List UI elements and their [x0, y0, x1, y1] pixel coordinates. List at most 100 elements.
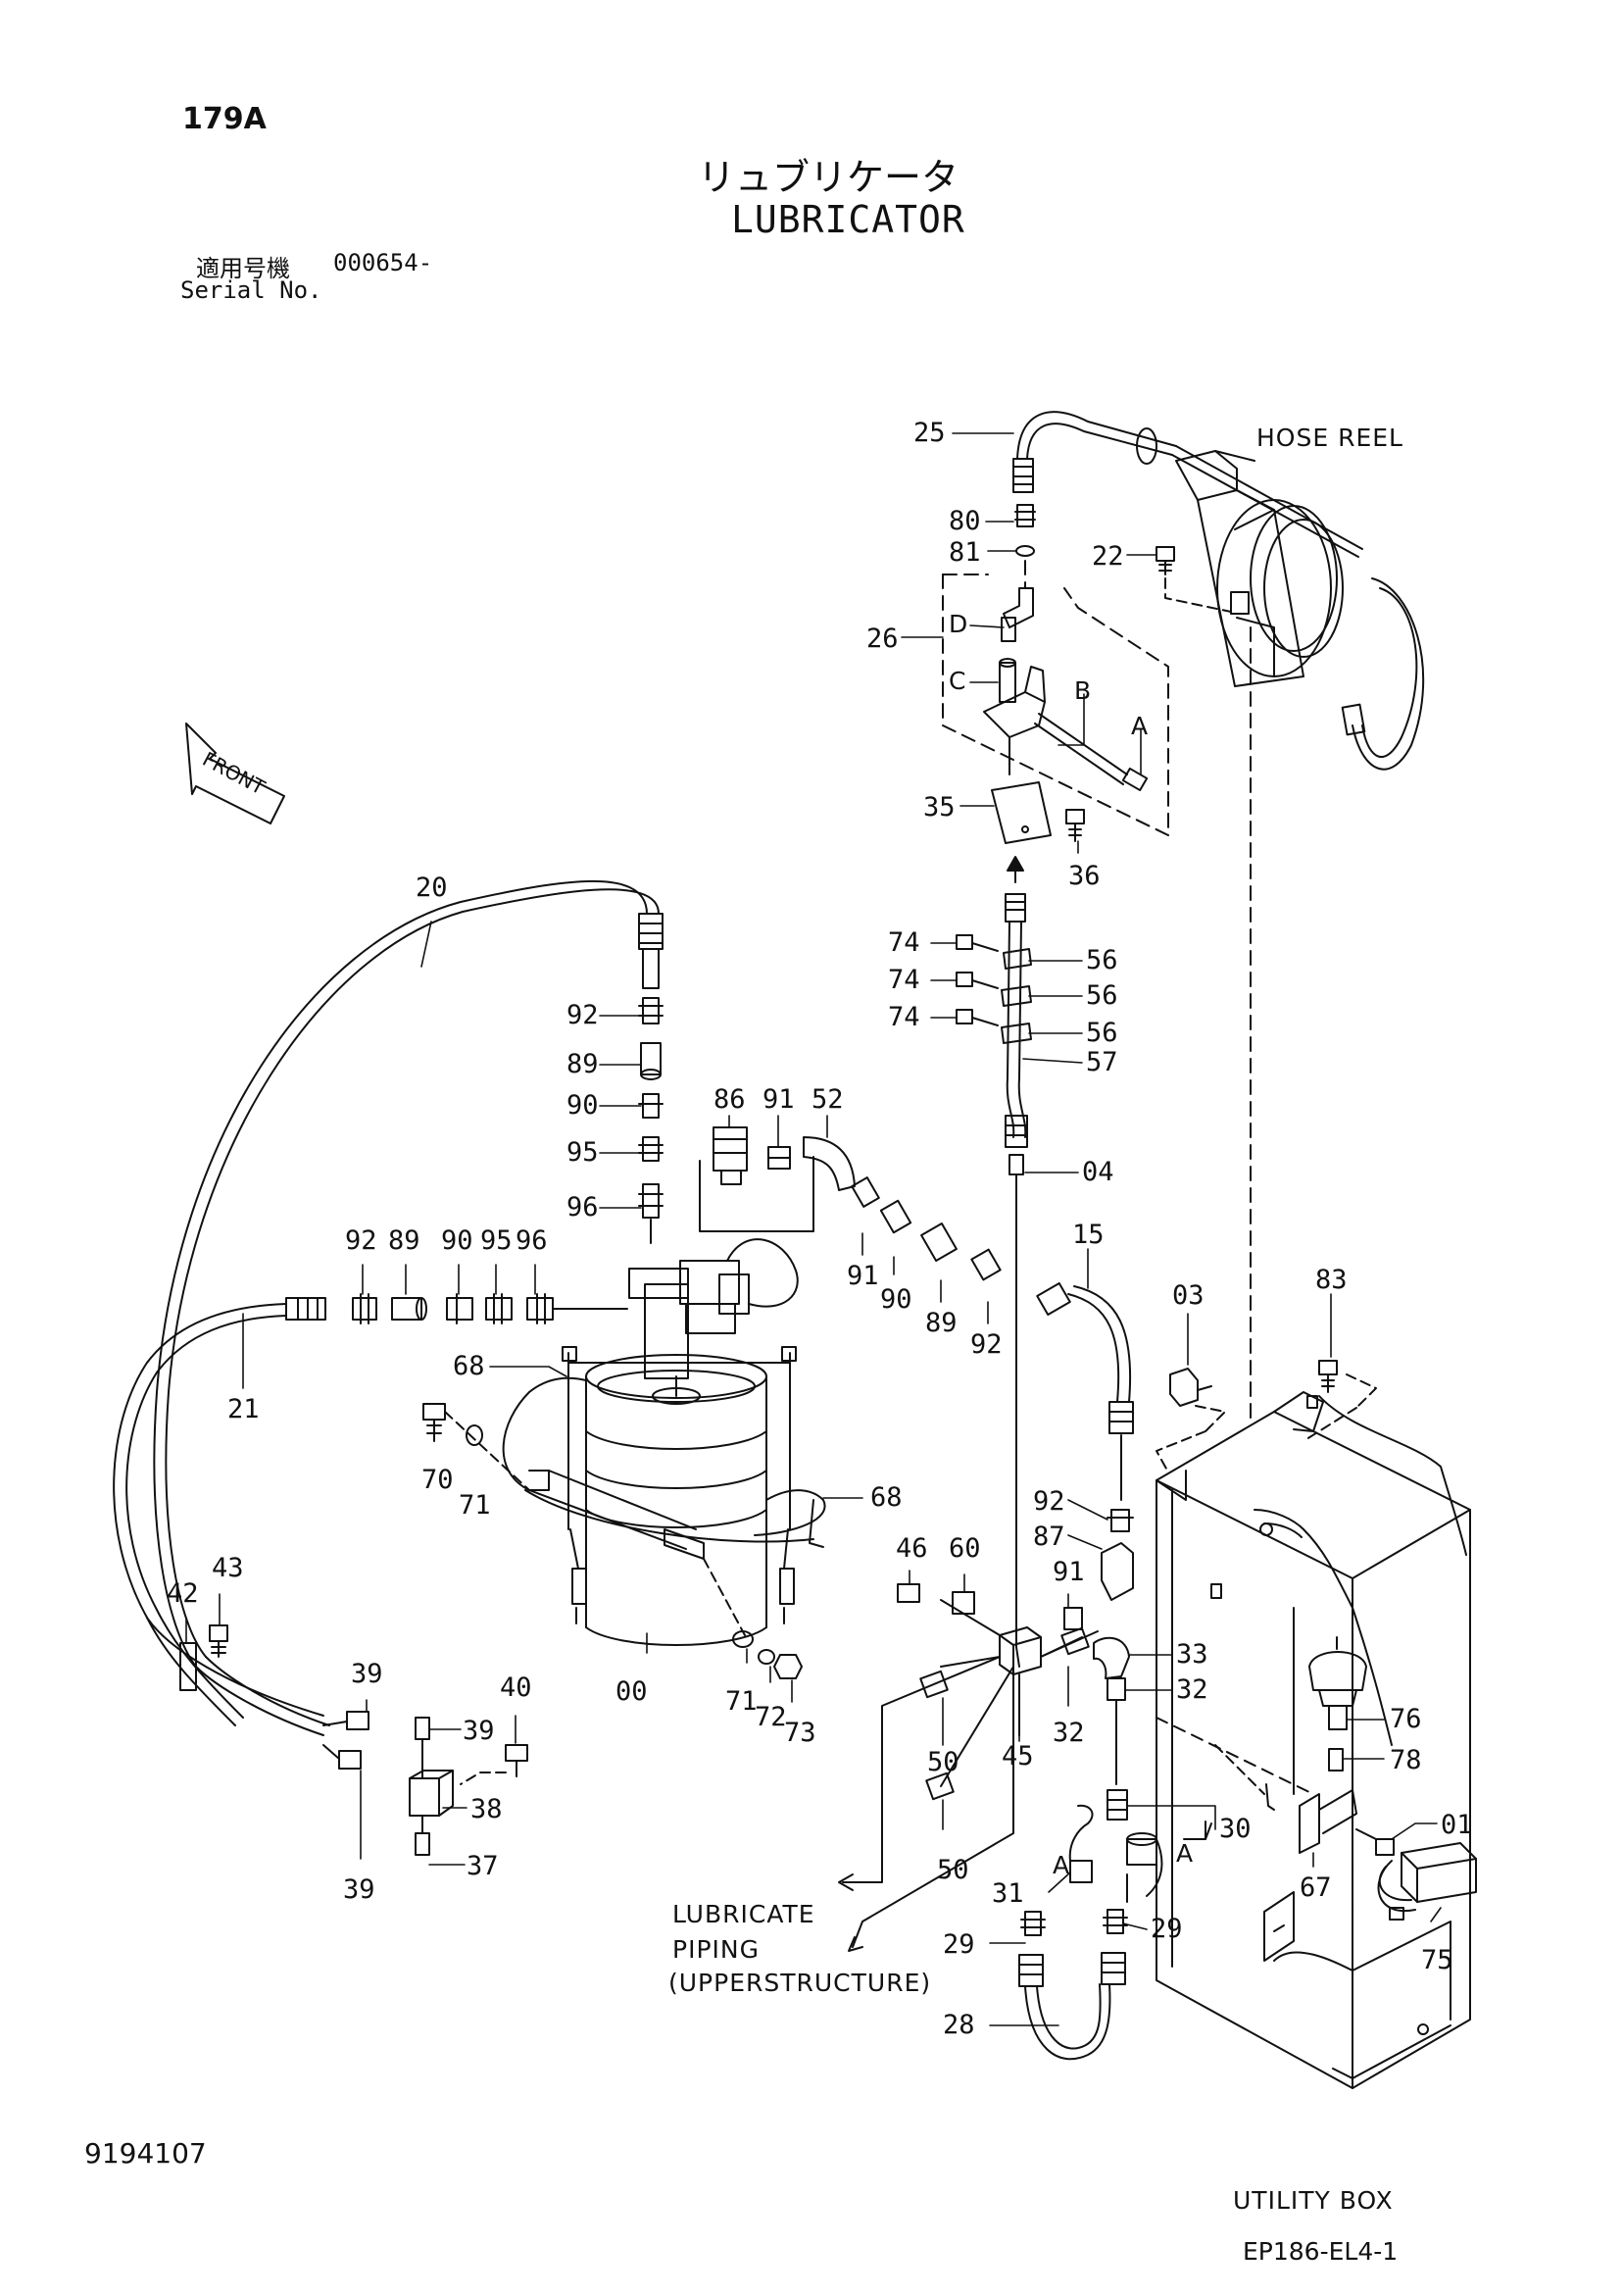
part-43: 43 [212, 1553, 244, 1583]
bolt-83 [1303, 1361, 1376, 1441]
part-30: 30 [1219, 1814, 1252, 1844]
block-38-fittings [323, 1712, 527, 1855]
part-32-a: 32 [1176, 1674, 1208, 1705]
part-42: 42 [167, 1578, 199, 1609]
part-68-b: 68 [870, 1482, 903, 1513]
fitting-91-top [768, 1147, 790, 1169]
part-52: 52 [812, 1084, 844, 1115]
part-92-right: 92 [1033, 1486, 1065, 1517]
part-74-a: 74 [888, 927, 920, 958]
serial-en-label: Serial No. [180, 276, 322, 304]
letter-b: B [1074, 676, 1092, 705]
part-39-a: 39 [351, 1659, 383, 1689]
part-46: 46 [896, 1533, 928, 1564]
serial-jp-label: 適用号機 [196, 255, 290, 282]
part-96-vertical: 96 [566, 1192, 599, 1223]
part-60: 60 [949, 1533, 981, 1564]
bolts-74 [957, 935, 998, 1025]
part-38: 38 [470, 1794, 503, 1824]
hose-21 [114, 1298, 329, 1735]
part-92-diagonal: 92 [970, 1329, 1003, 1360]
part-39-b: 39 [463, 1716, 495, 1746]
part-91-top: 91 [762, 1084, 795, 1115]
letter-a-left: A [1053, 1851, 1070, 1879]
part-73: 73 [784, 1718, 816, 1748]
elbow-33 [1094, 1638, 1129, 1784]
arrow-up [1008, 857, 1023, 882]
part-92-horizontal: 92 [345, 1225, 377, 1256]
part-26: 26 [866, 624, 899, 654]
elbow-D [1002, 588, 1033, 641]
label-utility-box: UTILITY BOX [1233, 2186, 1394, 2215]
part-91-right: 91 [1053, 1557, 1085, 1587]
fitting-80-81 [1015, 505, 1035, 556]
part-68-a: 68 [453, 1351, 485, 1381]
part-56-b: 56 [1086, 980, 1118, 1011]
hose-28 [1019, 1910, 1127, 2059]
part-96-horizontal: 96 [516, 1225, 548, 1256]
part-80: 80 [949, 506, 981, 536]
part-29-b: 29 [1151, 1914, 1183, 1944]
part-72: 72 [755, 1702, 787, 1732]
nozzle-C-gun [984, 659, 1147, 790]
hose-20 [154, 881, 663, 1667]
fittings-87-92-91 [1041, 1510, 1133, 1657]
footer-right-code: EP186-EL4-1 [1243, 2237, 1399, 2266]
adapter-86 [713, 1127, 747, 1184]
part-20: 20 [416, 873, 448, 903]
part-04: 04 [1082, 1157, 1114, 1187]
grease-tank [563, 1239, 798, 1645]
part-03: 03 [1172, 1280, 1205, 1311]
part-40: 40 [500, 1672, 532, 1703]
part-95-horizontal: 95 [480, 1225, 513, 1256]
leader-lines [186, 433, 1441, 2025]
letter-a-nozzle: A [1131, 712, 1149, 740]
fitting-03 [1156, 1369, 1225, 1469]
group-26-box [943, 561, 1168, 835]
clamps-56 [1002, 949, 1031, 1043]
part-37: 37 [467, 1851, 499, 1881]
grease-cup-76 [1309, 1637, 1366, 1771]
part-35: 35 [923, 792, 956, 823]
horizontal-fittings [353, 1294, 627, 1323]
coupler-30-31 [1070, 1790, 1211, 1902]
hose-57 [1006, 894, 1027, 1667]
part-45: 45 [1002, 1741, 1034, 1772]
clamp-42-bolt-43 [180, 1625, 227, 1690]
utility-box [1156, 1392, 1470, 2088]
part-01: 01 [1441, 1810, 1473, 1840]
label-piping: PIPING [672, 1935, 760, 1964]
serial-value: 000654- [333, 249, 433, 276]
part-74-c: 74 [888, 1002, 920, 1032]
label-lubricate: LUBRICATE [672, 1900, 815, 1928]
part-78: 78 [1390, 1745, 1422, 1775]
page-code: 179A [182, 102, 267, 136]
part-15: 15 [1072, 1220, 1105, 1250]
box-75 [1379, 1843, 1477, 1920]
part-95-vertical: 95 [566, 1137, 599, 1168]
footer-left-code: 9194107 [84, 2137, 207, 2170]
plate-35 [992, 782, 1051, 843]
part-31: 31 [992, 1878, 1024, 1909]
part-21: 21 [227, 1394, 260, 1424]
part-67: 67 [1300, 1872, 1332, 1903]
part-89-vertical: 89 [566, 1049, 599, 1079]
band-68 [504, 1378, 825, 1559]
part-29-a: 29 [943, 1929, 975, 1960]
part-36: 36 [1068, 861, 1101, 891]
part-71-b: 71 [725, 1686, 758, 1717]
part-74-b: 74 [888, 965, 920, 995]
part-92-vertical: 92 [566, 1000, 599, 1030]
part-86: 86 [713, 1084, 746, 1115]
part-00: 00 [615, 1676, 648, 1707]
label-upperstructure: (UPPERSTRUCTURE) [668, 1969, 932, 1997]
part-83: 83 [1315, 1265, 1348, 1295]
part-50-b: 50 [937, 1855, 969, 1885]
front-arrow-icon [186, 724, 284, 824]
part-87: 87 [1033, 1522, 1065, 1552]
hose-reel-assembly [1013, 412, 1423, 769]
bolt-36 [1066, 810, 1084, 841]
part-22: 22 [1092, 541, 1124, 572]
